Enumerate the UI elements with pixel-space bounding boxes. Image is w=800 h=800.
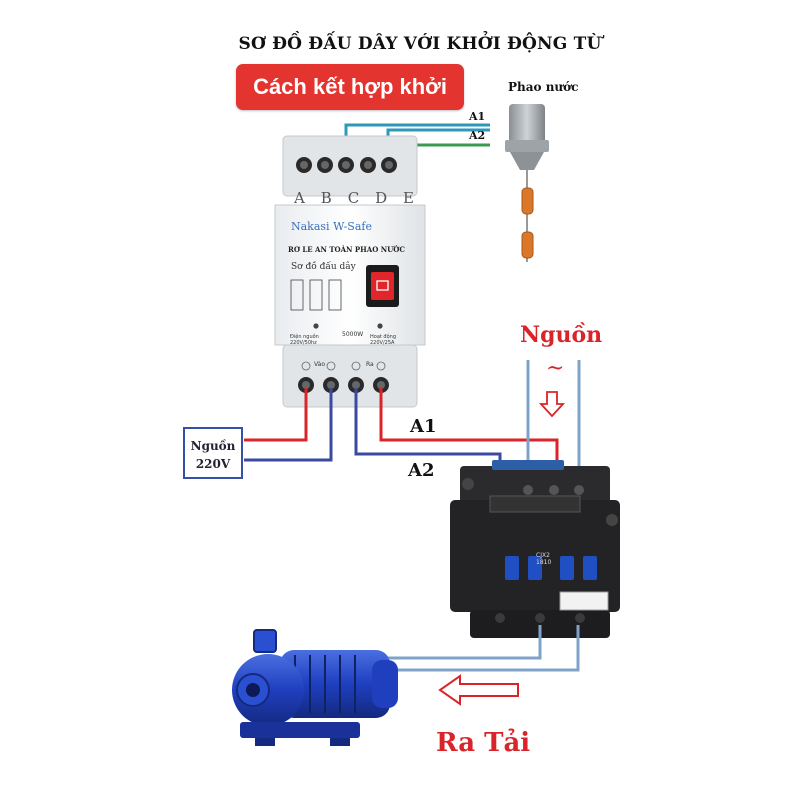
relay-name: RƠ LE AN TOÀN PHAO NƯỚC [288, 245, 405, 254]
float-switch [505, 104, 549, 262]
load-wires [370, 625, 580, 672]
ac-symbol: ~ [546, 356, 565, 381]
terminal-letter: B [320, 189, 332, 207]
relay-bottom-out: Ra [366, 361, 374, 368]
terminal-letter: E [403, 189, 414, 207]
source-220v-box: Nguồn 220V [183, 427, 243, 479]
terminal-letter: C [347, 189, 360, 207]
relay-spec-right: Hoạt động 220V/25A [370, 334, 397, 346]
float-switch-head [509, 104, 545, 148]
output-left-arrow-icon [438, 674, 519, 706]
float-wire-a1-label: A1 [469, 110, 486, 123]
mains-power-label: Nguồn [520, 322, 603, 348]
relay-diagram-label: Sơ đồ đấu dây [291, 262, 356, 272]
wire-load-2 [370, 625, 580, 672]
float-switch-label: Phao nước [508, 80, 579, 94]
relay-top-terminals [296, 157, 397, 173]
relay-mini-diagram [290, 279, 342, 311]
float-wire-a2-label: A2 [469, 129, 486, 142]
float-bob-lower [521, 231, 534, 259]
wire-coil-a1 [379, 388, 559, 468]
pump-outlet [253, 629, 277, 653]
diagram-title: SƠ ĐỒ ĐẤU DÂY VỚI KHỞI ĐỘNG TỪ [238, 34, 602, 54]
coil-a2-label: A2 [408, 460, 435, 481]
relay-terminal-letters: A B C D E [294, 189, 414, 207]
wire-source-neutral [244, 388, 333, 462]
banner-label: Cách kết hợp khởi [236, 64, 464, 110]
pump-motor [280, 650, 390, 718]
water-pump [232, 629, 398, 746]
terminal-letter: A [294, 189, 305, 207]
source-voltage: 220V [195, 457, 231, 471]
terminal-letter: D [375, 189, 388, 207]
relay-brand: Nakasi W-Safe [291, 220, 372, 233]
wire-load-1 [370, 625, 542, 660]
wire-source-live [244, 388, 308, 442]
relay-power-spec: 5000W [342, 331, 364, 338]
relay-bottom-in: Vào [314, 361, 325, 368]
contactor-model-line1: CJX2 [536, 552, 550, 559]
power-down-arrow-icon [538, 391, 566, 418]
source-wires [244, 388, 333, 462]
float-bob-upper [521, 187, 534, 215]
relay-face [274, 204, 426, 346]
relay-bottom-terminals [298, 377, 389, 393]
source-label: Nguồn [190, 439, 236, 453]
relay-spec-left: Điện nguồn 220V/50hz [290, 334, 319, 346]
output-label: Ra Tải [436, 728, 531, 758]
coil-a1-label: A1 [410, 416, 437, 437]
float-safety-relay [274, 135, 426, 408]
contactor [450, 460, 620, 638]
contactor-model: CJX2 1810 [536, 552, 551, 566]
contactor-model-line2: 1810 [536, 559, 552, 566]
